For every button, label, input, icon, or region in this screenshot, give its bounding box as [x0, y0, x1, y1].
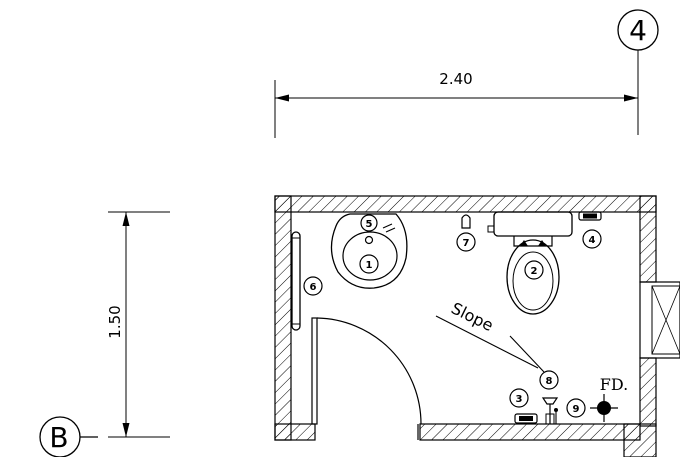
svg-text:9: 9	[573, 404, 580, 415]
svg-text:8: 8	[546, 376, 553, 387]
height-dimension: 1.50	[106, 211, 170, 438]
floor-drain: FD.	[590, 375, 628, 422]
height-dimension-label: 1.50	[106, 305, 124, 338]
fixture-tag-9: 9	[566, 398, 586, 418]
fixture-tag-1: 1	[359, 254, 379, 274]
fixture-tag-6: 6	[303, 276, 323, 296]
grid-label-b: B	[49, 421, 68, 454]
shower-tap-8	[541, 397, 559, 425]
fixture-tag-2: 2	[524, 260, 544, 280]
svg-text:2: 2	[531, 266, 538, 277]
fixture-tag-8: 8	[539, 370, 559, 390]
walls	[274, 195, 680, 457]
grid-label-4: 4	[629, 14, 647, 47]
fixture-tag-5: 5	[360, 214, 378, 232]
grab-bar	[291, 231, 301, 331]
svg-text:6: 6	[310, 282, 317, 293]
svg-text:3: 3	[516, 394, 523, 405]
grid-marker-4: 4	[617, 9, 659, 135]
floor-drain-label: FD.	[600, 375, 628, 394]
soap-dish-3	[514, 413, 538, 424]
washbasin	[330, 213, 408, 289]
fixture-tag-3: 3	[509, 388, 529, 408]
width-dimension-label: 2.40	[439, 70, 472, 88]
fixture-tags: 1 2 3 4 5 6 7 8	[303, 214, 602, 418]
toilet	[487, 211, 573, 315]
fixture-tag-7: 7	[456, 232, 476, 252]
svg-text:7: 7	[463, 238, 470, 249]
svg-text:5: 5	[366, 219, 373, 230]
slope-label: Slope	[448, 299, 496, 336]
width-dimension: 2.40	[274, 70, 638, 138]
fixture-tag-4: 4	[582, 229, 602, 249]
door	[311, 317, 422, 440]
grid-marker-b: B	[39, 416, 98, 457]
svg-text:1: 1	[366, 260, 373, 271]
wall-fitting-7	[461, 214, 471, 229]
soap-dish-4	[578, 211, 602, 221]
svg-text:4: 4	[589, 235, 596, 246]
